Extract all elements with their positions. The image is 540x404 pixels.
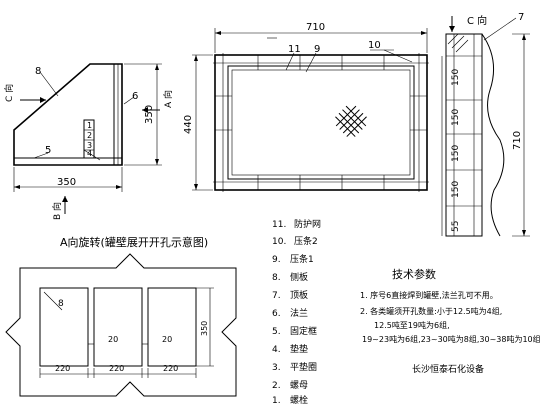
part-row-5-no: 5. bbox=[272, 327, 281, 337]
opening-width-2: 220 bbox=[109, 364, 124, 373]
opening-width-1: 220 bbox=[55, 364, 70, 373]
front-part-9: 9 bbox=[314, 44, 320, 55]
part-row-9-no: 9. bbox=[272, 255, 281, 265]
tech-line-2: 2. 各类罐须开孔数量:小于12.5吨为4组, bbox=[360, 306, 502, 316]
part-row-4-no: 4. bbox=[272, 345, 281, 355]
part-row-11-no: 11. bbox=[272, 220, 286, 230]
part-row-3-no: 3. bbox=[272, 363, 281, 373]
c-view-title: C 向 bbox=[467, 14, 487, 27]
c-direction-label: C 向 bbox=[3, 84, 15, 102]
opening-part-8: 8 bbox=[58, 299, 64, 309]
opening-outer-border bbox=[5, 253, 237, 397]
part-row-11-name: 防护网 bbox=[294, 218, 321, 230]
b-direction-label: B 向 bbox=[51, 202, 63, 220]
c-total-dim: 710 bbox=[512, 131, 523, 150]
part-row-6-no: 6. bbox=[272, 309, 281, 319]
part-row-10-name: 压条2 bbox=[294, 235, 318, 247]
part-row-1-name: 螺栓 bbox=[290, 394, 308, 404]
side-width-dim: 350 bbox=[57, 177, 76, 188]
side-height-dim: 350 bbox=[144, 105, 155, 124]
front-view: 710 440 11 9 10 bbox=[183, 22, 429, 192]
c-dim-5: 55 bbox=[451, 221, 461, 232]
part-row-2-name: 螺母 bbox=[290, 380, 308, 391]
opening-gap-1: 20 bbox=[108, 335, 118, 344]
tech-line-3: 12.5吨至19吨为6组, bbox=[374, 320, 450, 330]
side-part-5: 5 bbox=[45, 145, 51, 156]
front-outer-frame bbox=[214, 54, 428, 191]
side-stack-4: 4 bbox=[87, 149, 92, 158]
opening-height-dim: 350 bbox=[200, 321, 209, 336]
opening-2 bbox=[93, 287, 143, 367]
tech-line-1: 1. 序号6直接焊到罐壁,法兰孔可不用。 bbox=[360, 290, 498, 300]
side-stack-1: 1 bbox=[87, 121, 92, 130]
a-direction-label: A 向 bbox=[162, 90, 174, 108]
company-name: 长沙恒泰石化设备 bbox=[412, 363, 484, 375]
part-row-8-name: 侧板 bbox=[290, 271, 308, 283]
opening-3 bbox=[147, 287, 197, 367]
part-row-7-no: 7. bbox=[272, 291, 281, 301]
side-part-8: 8 bbox=[35, 66, 41, 77]
parts-list: 11. 防护网 10. 压条2 9. 压条1 8. 侧板 7. 顶板 6. 法兰… bbox=[272, 218, 321, 404]
part-row-8-no: 8. bbox=[272, 273, 281, 283]
front-part-10: 10 bbox=[368, 40, 381, 51]
tech-title: 技术参数 bbox=[392, 267, 436, 281]
part-row-6-name: 法兰 bbox=[290, 307, 308, 319]
tech-parameters: 技术参数 1. 序号6直接焊到罐壁,法兰孔可不用。 2. 各类罐须开孔数量:小于… bbox=[360, 267, 540, 375]
opening-gap-2: 20 bbox=[162, 335, 172, 344]
part-row-7-name: 顶板 bbox=[290, 289, 308, 301]
part-row-2-no: 2. bbox=[272, 381, 281, 391]
front-inner-frame bbox=[227, 65, 415, 180]
c-dim-3: 150 bbox=[451, 145, 461, 162]
part-row-10-no: 10. bbox=[272, 237, 286, 247]
part-row-4-name: 垫垫 bbox=[290, 343, 308, 355]
opening-width-3: 220 bbox=[163, 364, 178, 373]
front-part-11: 11 bbox=[288, 44, 301, 55]
c-part-7: 7 bbox=[518, 12, 524, 23]
side-part-6: 6 bbox=[132, 91, 138, 102]
front-height-dim: 440 bbox=[183, 115, 194, 134]
part-row-5-name: 固定框 bbox=[290, 325, 317, 337]
tech-line-4: 19~23吨为6组,23~30吨为8组,30~38吨为10组。 bbox=[362, 334, 540, 344]
opening-view: 8 20 20 350 220 220 220 bbox=[5, 253, 237, 397]
part-row-9-name: 压条1 bbox=[290, 253, 314, 265]
c-view-wall-curve bbox=[481, 33, 505, 237]
front-width-dim: 710 bbox=[306, 22, 325, 33]
opening-1 bbox=[39, 287, 89, 367]
opening-caption: A向旋转(罐壁展开开孔示意图) bbox=[60, 235, 208, 249]
side-stack-2: 2 bbox=[87, 131, 92, 140]
side-stack-3: 3 bbox=[87, 141, 92, 150]
c-dim-1: 150 bbox=[451, 69, 461, 86]
part-row-3-name: 平垫圈 bbox=[290, 361, 317, 373]
mesh-detail bbox=[335, 105, 367, 137]
c-dim-2: 150 bbox=[451, 109, 461, 126]
c-view: C 向 7 150 150 150 150 55 710 bbox=[441, 12, 530, 237]
side-view: 8 6 5 1 2 3 4 350 350 C 向 A 向 B 向 bbox=[3, 63, 174, 220]
part-row-1-no: 1. bbox=[272, 396, 281, 404]
side-view-outline bbox=[13, 63, 123, 166]
c-dim-4: 150 bbox=[451, 181, 461, 198]
c-view-frame bbox=[445, 33, 483, 237]
